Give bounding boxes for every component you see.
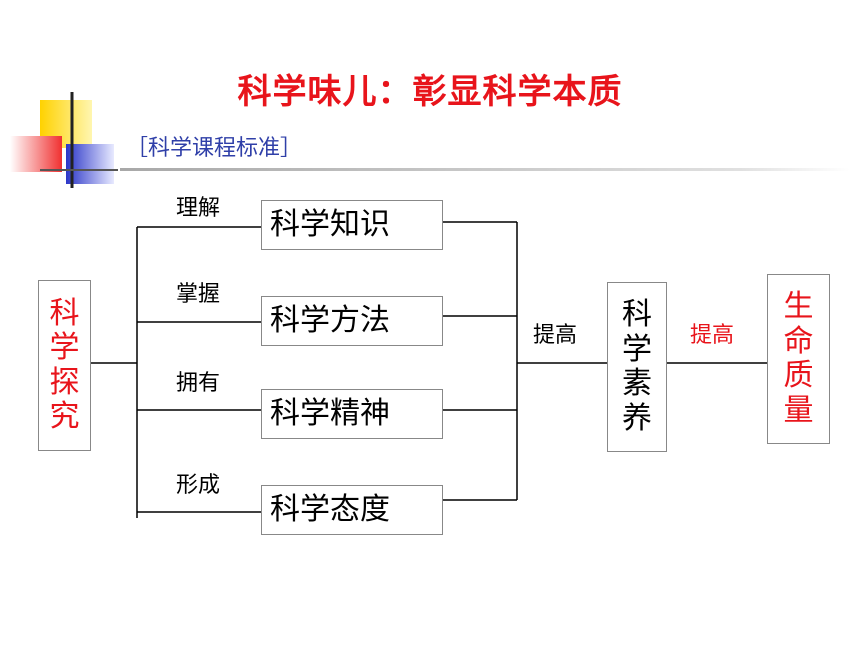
source-char: 学 — [49, 330, 80, 365]
red-square — [10, 136, 62, 172]
branch-verb-understand: 理解 — [176, 196, 221, 221]
branch-verb-form: 形成 — [176, 473, 221, 498]
slide-title: 科学味儿：彰显科学本质 — [237, 72, 623, 112]
improve-label-1: 提高 — [533, 323, 578, 348]
box-science-method: 科学方法 — [261, 296, 443, 346]
literacy-char: 养 — [622, 400, 652, 436]
source-char: 科 — [49, 295, 80, 331]
literacy-char: 科 — [622, 297, 652, 332]
branch-verb-master: 掌握 — [176, 282, 221, 307]
literacy-char: 学 — [622, 331, 652, 367]
box-science-knowledge: 科学知识 — [261, 200, 443, 250]
divider-line — [120, 168, 850, 171]
box-life-quality: 生 命 质 量 — [767, 274, 830, 444]
life-char: 量 — [783, 392, 814, 428]
box-science-literacy: 科 学 素 养 — [607, 282, 667, 452]
box-science-attitude: 科学态度 — [261, 485, 443, 535]
life-char: 生 — [783, 289, 814, 324]
literacy-char: 素 — [622, 366, 652, 401]
source-box-science-inquiry: 科 学 探 究 — [38, 280, 91, 451]
box-science-spirit: 科学精神 — [261, 389, 443, 439]
source-char: 探 — [49, 364, 80, 400]
source-char: 究 — [49, 399, 80, 434]
blue-square — [66, 144, 114, 184]
branch-verb-possess: 拥有 — [176, 371, 221, 396]
life-char: 命 — [783, 323, 814, 359]
improve-label-2: 提高 — [690, 323, 735, 348]
slide-subtitle: ［科学课程标准］ — [126, 136, 303, 161]
life-char: 质 — [783, 358, 814, 393]
corner-decoration — [10, 92, 118, 188]
